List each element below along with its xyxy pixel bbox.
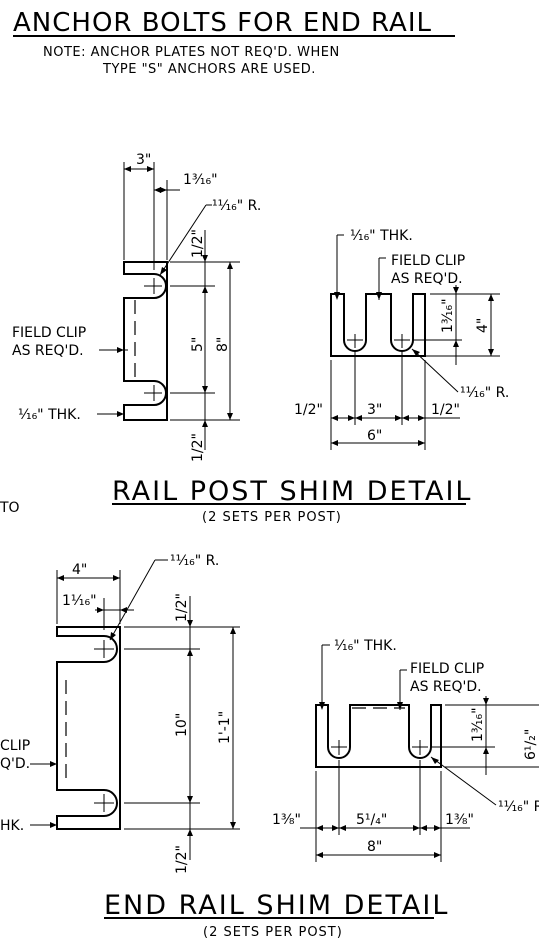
er-right-dim-center: 5¹/₄"	[356, 812, 387, 828]
er-dim-height: 1'-1"	[217, 711, 233, 744]
dim-height: 8"	[215, 337, 231, 352]
er-thickness-label: HK.	[0, 818, 24, 834]
er-field-clip-line2: Q'D.	[0, 756, 30, 772]
rp-right-dim-center: 3"	[367, 402, 382, 418]
rp-right-radius-label: ¹¹⁄₁₆" R.	[460, 385, 509, 401]
dim-bottom-edge: 1/2"	[190, 433, 206, 462]
dim-top-edge: 1/2"	[190, 229, 206, 258]
er-right-dim-height: 6¹/₂"	[523, 729, 539, 760]
rail-post-shim-front-view	[330, 234, 500, 450]
rp-right-dim-left-edge: 1/2"	[294, 402, 323, 418]
end-rail-shim-side-view	[30, 559, 240, 860]
er-right-field-clip-line2: AS REQ'D.	[410, 679, 482, 695]
field-clip-label-line1: FIELD CLIP	[12, 325, 86, 341]
er-right-dim-right-edge: 1³⁄₈"	[445, 812, 474, 828]
rail-post-shim-side-view	[97, 162, 240, 450]
er-radius-label: ¹¹⁄₁₆" R.	[170, 553, 219, 569]
er-dim-slot-offset: 1¹⁄₁₆"	[62, 593, 97, 609]
er-right-field-clip-line1: FIELD CLIP	[410, 661, 484, 677]
rp-right-dim-right-edge: 1/2"	[431, 402, 460, 418]
thickness-label: ¹⁄₁₆" THK.	[18, 407, 81, 423]
rp-right-dim-height: 4"	[475, 318, 491, 333]
er-dim-slot-spacing: 10"	[174, 713, 190, 737]
er-right-dim-left-edge: 1³⁄₈"	[272, 812, 301, 828]
rp-right-field-clip-line1: FIELD CLIP	[391, 253, 465, 269]
rp-right-dim-width: 6"	[367, 428, 382, 444]
rp-right-thickness-label: ¹⁄₁₆" THK.	[350, 228, 413, 244]
er-right-radius-label: ¹¹⁄₁₆" R	[498, 799, 539, 815]
end-rail-shim-front-view	[300, 644, 539, 862]
er-right-dim-slot-depth: 1³⁄₁₆"	[470, 707, 486, 742]
er-field-clip-line1: CLIP	[0, 738, 30, 754]
sheet-title: ANCHOR BOLTS FOR END RAIL	[13, 8, 432, 38]
note-line-1: NOTE: ANCHOR PLATES NOT REQ'D. WHEN	[43, 45, 340, 60]
er-dim-bottom-edge: 1/2"	[174, 845, 190, 874]
note-line-2: TYPE "S" ANCHORS ARE USED.	[102, 62, 316, 77]
dim-top-width: 3"	[136, 152, 151, 168]
end-rail-shim-subtitle: (2 SETS PER POST)	[203, 925, 343, 940]
stray-text: TO	[0, 500, 20, 516]
field-clip-label-line2: AS REQ'D.	[12, 343, 84, 359]
rp-right-dim-slot-depth: 1³⁄₁₆"	[440, 298, 456, 333]
rail-post-shim-title: RAIL POST SHIM DETAIL	[112, 476, 472, 507]
er-dim-top-edge: 1/2"	[174, 593, 190, 622]
dim-slot-spacing: 5"	[190, 337, 206, 352]
end-rail-shim-title: END RAIL SHIM DETAIL	[104, 890, 449, 921]
er-right-dim-width: 8"	[367, 839, 382, 855]
er-dim-top-width: 4"	[72, 562, 87, 578]
rail-post-shim-subtitle: (2 SETS PER POST)	[202, 510, 342, 525]
dim-slot-offset: 1³⁄₁₆"	[183, 172, 218, 188]
er-right-thickness-label: ¹⁄₁₆" THK.	[334, 638, 397, 654]
rp-right-field-clip-line2: AS REQ'D.	[391, 271, 463, 287]
radius-label: ¹¹⁄₁₆" R.	[212, 198, 261, 214]
